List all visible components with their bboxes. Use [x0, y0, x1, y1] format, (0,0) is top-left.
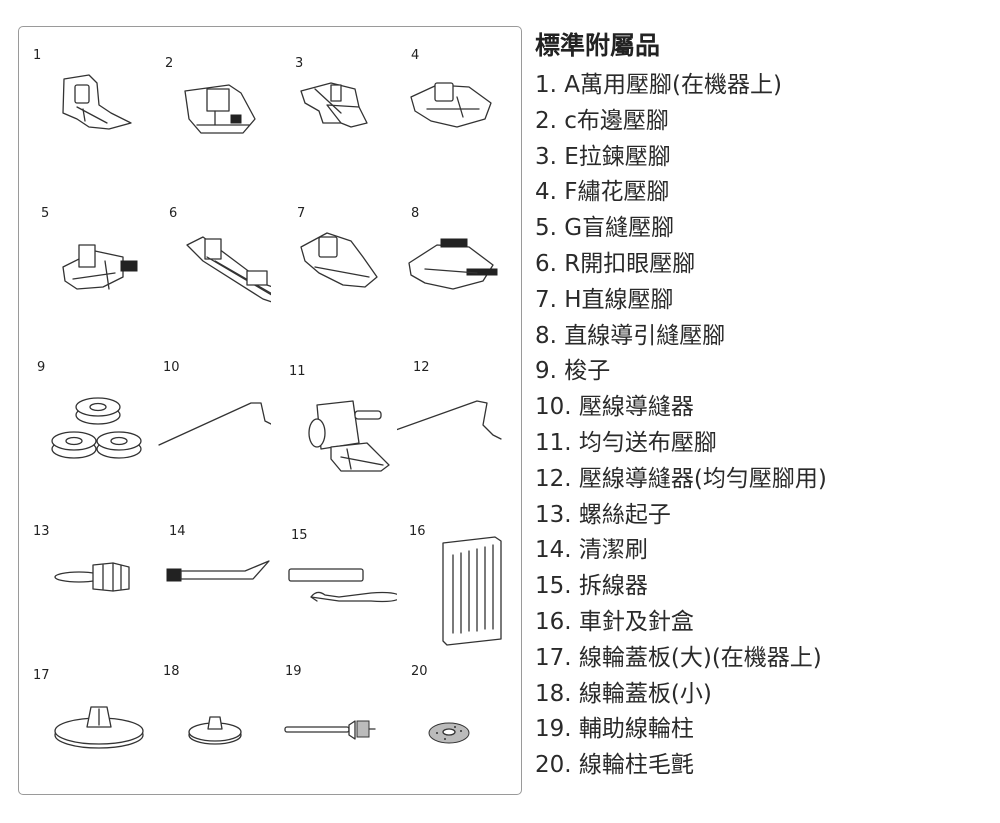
item-number: 11	[289, 364, 306, 379]
list-item: 1. A萬用壓腳(在機器上)	[535, 72, 782, 98]
screwdriver-icon	[54, 562, 130, 592]
accessory-cell-4: 4	[397, 27, 523, 177]
item-number: 2	[165, 56, 174, 71]
accessory-cell-16: 16	[397, 497, 523, 647]
quilting-guide-icon	[158, 402, 271, 446]
quilting-guide-walking-foot-icon	[397, 400, 502, 440]
list-item: 5. G盲縫壓腳	[535, 215, 675, 242]
list-item: 13. 螺絲起子	[535, 501, 671, 528]
list-item: 7. H直線壓腳	[535, 286, 674, 313]
spool-felt-icon	[428, 722, 470, 744]
item-number: 17	[33, 668, 50, 683]
overcasting-foot-c-icon	[184, 84, 256, 134]
item-number: 15	[291, 528, 308, 543]
blind-hem-foot-g-icon	[62, 244, 138, 290]
accessory-cell-17: 17	[19, 647, 145, 797]
additional-spool-pin-icon	[284, 720, 376, 740]
page-title: 標準附屬品	[535, 31, 661, 60]
list-item: 6. R開扣眼壓腳	[535, 250, 696, 277]
straight-guide-foot-icon	[408, 238, 498, 290]
item-number: 19	[285, 664, 302, 679]
list-item: 3. E拉鍊壓腳	[535, 143, 671, 170]
list-item: 17. 線輪蓋板(大)(在機器上)	[535, 644, 822, 671]
accessory-cell-14: 14	[145, 497, 271, 647]
accessory-cell-5: 5	[19, 177, 145, 327]
item-number: 3	[295, 56, 304, 71]
item-number: 12	[413, 360, 430, 375]
item-number: 6	[169, 206, 178, 221]
buttonhole-foot-r-icon	[186, 236, 271, 303]
item-number: 9	[37, 360, 46, 375]
list-item: 14. 清潔刷	[535, 537, 648, 564]
lint-brush-icon	[166, 560, 270, 582]
list-item: 12. 壓線導縫器(均勻壓腳用)	[535, 465, 827, 492]
accessory-cell-9: 9	[19, 347, 145, 497]
accessory-cell-11: 11	[271, 347, 397, 497]
universal-presser-foot-a-icon	[62, 74, 132, 130]
list-item: 16. 車針及針盒	[535, 608, 694, 635]
item-number: 14	[169, 524, 186, 539]
seam-ripper-icon	[288, 568, 397, 603]
list-item: 4. F繡花壓腳	[535, 179, 670, 206]
accessory-cell-7: 7	[271, 177, 397, 327]
item-number: 13	[33, 524, 50, 539]
walking-foot-icon	[308, 400, 390, 472]
item-number: 5	[41, 206, 50, 221]
accessory-cell-1: 1	[19, 27, 145, 177]
accessory-cell-3: 3	[271, 27, 397, 177]
accessory-cell-8: 8	[397, 177, 523, 327]
accessory-cell-13: 13	[19, 497, 145, 647]
straight-stitch-foot-h-icon	[300, 232, 378, 288]
list-item: 2. c布邊壓腳	[535, 107, 669, 134]
accessories-list: 1. A萬用壓腳(在機器上) 2. c布邊壓腳 3. E拉鍊壓腳 4. F繡花壓…	[535, 68, 827, 784]
list-item: 19. 輔助線輪柱	[535, 716, 694, 743]
item-number: 16	[409, 524, 426, 539]
item-number: 18	[163, 664, 180, 679]
accessory-cell-6: 6	[145, 177, 271, 327]
item-number: 7	[297, 206, 306, 221]
list-item: 10. 壓線導縫器	[535, 394, 694, 421]
item-number: 20	[411, 664, 428, 679]
list-item: 8. 直線導引縫壓腳	[535, 322, 726, 349]
item-number: 1	[33, 48, 42, 63]
accessory-cell-20: 20	[397, 647, 523, 797]
accessory-cell-12: 12	[397, 347, 523, 497]
accessory-cell-18: 18	[145, 647, 271, 797]
needle-case-icon	[442, 536, 502, 646]
zipper-foot-e-icon	[300, 82, 368, 128]
list-item: 9. 梭子	[535, 358, 611, 385]
list-item: 20. 線輪柱毛氈	[535, 752, 694, 779]
accessories-illustration-panel: 1 2 3 4	[18, 26, 522, 795]
item-number: 4	[411, 48, 420, 63]
accessory-cell-15: 15	[271, 497, 397, 647]
item-number: 10	[163, 360, 180, 375]
satin-stitch-foot-f-icon	[410, 82, 492, 128]
accessory-cell-19: 19	[271, 647, 397, 797]
spool-cap-small-icon	[188, 716, 242, 745]
bobbins-icon	[51, 397, 142, 459]
list-item: 15. 拆線器	[535, 573, 648, 600]
accessory-cell-2: 2	[145, 27, 271, 177]
item-number: 8	[411, 206, 420, 221]
list-item: 11. 均勻送布壓腳	[535, 429, 717, 456]
accessory-cell-10: 10	[145, 347, 271, 497]
list-item: 18. 線輪蓋板(小)	[535, 680, 712, 707]
spool-cap-large-icon	[54, 706, 144, 749]
